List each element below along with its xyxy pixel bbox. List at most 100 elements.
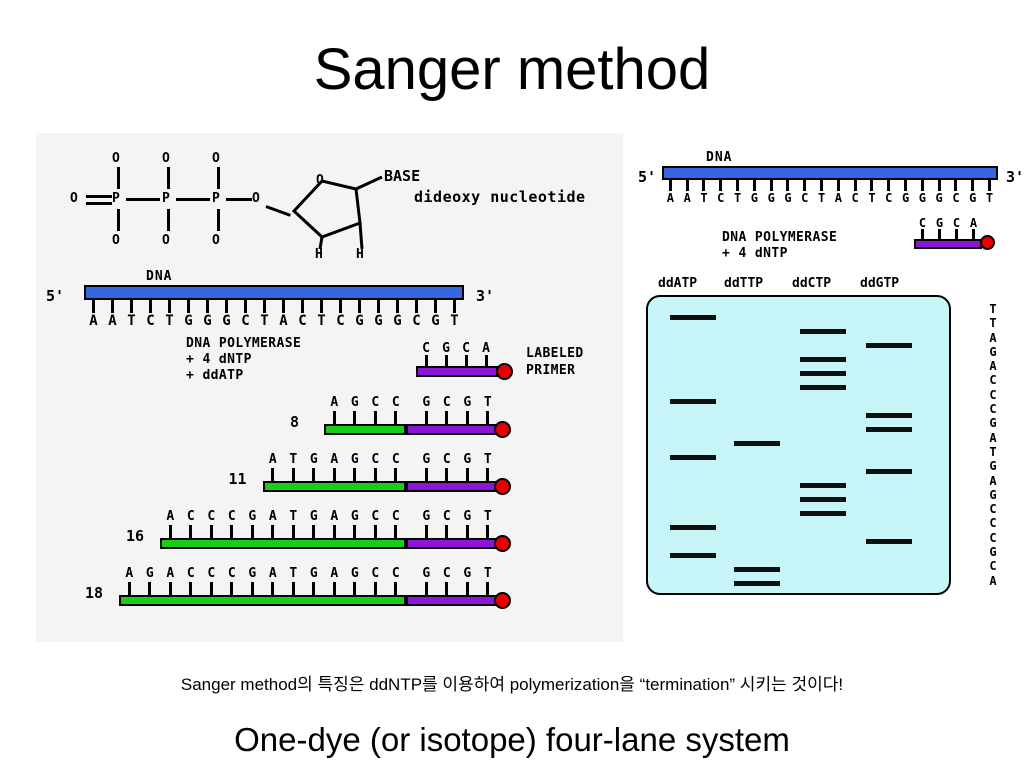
atom-p-gamma: P: [212, 191, 220, 206]
gel-band: [866, 539, 912, 544]
gel-lane-label: ddCTP: [792, 276, 832, 291]
sequence-base: G: [935, 191, 943, 205]
label-dot: [494, 535, 511, 552]
bond-p-o-up-3: [217, 167, 220, 189]
tick-mark: [206, 300, 209, 313]
tick-mark: [339, 300, 342, 313]
tick-mark: [453, 300, 456, 313]
gel-band: [800, 483, 846, 488]
fragment-length-number: 11: [228, 470, 247, 488]
three-prime-label-right: 3': [1006, 168, 1024, 186]
sequence-base: G: [309, 509, 318, 524]
fragment-green-ticks: [263, 468, 398, 481]
gel-band: [670, 315, 716, 320]
gel-band: [734, 567, 780, 572]
sequence-base: G: [422, 395, 431, 410]
sequence-base: C: [918, 216, 927, 230]
fragment-purple-segment: [406, 481, 498, 492]
sequence-base: A: [330, 395, 339, 410]
readout-base: C: [989, 402, 997, 417]
tick-mark: [230, 582, 234, 595]
bond-p-p-2: [176, 198, 210, 201]
tick-mark: [486, 468, 490, 481]
sequence-base: G: [350, 509, 359, 524]
sequence-base: C: [146, 313, 155, 329]
tick-mark: [332, 468, 336, 481]
sequence-base: G: [442, 341, 450, 356]
sequence-base: T: [483, 509, 492, 524]
enzyme-conditions-right: DNA POLYMERASE + 4 dNTP: [722, 230, 838, 261]
sequence-base: G: [145, 566, 154, 581]
sequence-base: T: [817, 191, 826, 205]
five-prime-label-right: 5': [638, 168, 657, 186]
sequence-base: C: [717, 191, 725, 205]
sequence-base: T: [483, 452, 492, 467]
dna-label-right: DNA: [706, 150, 733, 165]
readout-base: A: [989, 330, 997, 345]
gel-band: [670, 455, 716, 460]
gel-band: [670, 399, 716, 404]
atom-h-2: H: [356, 247, 364, 262]
gel-band: [800, 357, 846, 362]
tick-mark: [685, 180, 689, 191]
tick-mark: [424, 355, 428, 366]
fragment-purple-ticks: [416, 411, 490, 424]
sequence-base: T: [450, 313, 459, 329]
readout-base: G: [989, 344, 997, 359]
bond-p-o-down-1: [117, 209, 120, 231]
tick-mark: [394, 411, 398, 424]
gel-band: [670, 553, 716, 558]
atom-h-1: H: [315, 247, 323, 262]
tick-mark: [955, 229, 958, 239]
sequence-base: G: [431, 313, 440, 329]
atom-p-beta: P: [162, 191, 170, 206]
dideoxy-nucleotide-structure: O P P P O O O O O O O O: [66, 145, 420, 265]
sequence-base: G: [184, 313, 193, 329]
primer-segment: [416, 366, 498, 377]
sequence-base: T: [483, 395, 492, 410]
dideoxy-nucleotide-label: dideoxy nucleotide: [414, 188, 586, 206]
tick-mark: [271, 468, 275, 481]
tick-mark: [465, 411, 469, 424]
tick-mark: [149, 300, 152, 313]
sequence-base: G: [463, 452, 472, 467]
base-label: BASE: [384, 167, 421, 185]
sequence-base: T: [289, 452, 298, 467]
tick-mark: [445, 468, 449, 481]
readout-base: T: [989, 444, 997, 459]
tick-mark: [250, 582, 254, 595]
sequence-base: C: [391, 509, 400, 524]
sequence-base: A: [279, 313, 288, 329]
dna-label: DNA: [146, 269, 173, 284]
atom-o-down-1: O: [112, 233, 120, 248]
tick-mark: [853, 180, 857, 191]
tick-mark: [486, 525, 490, 538]
fragment-purple-ticks: [416, 582, 490, 595]
sequence-base: A: [330, 509, 339, 524]
five-prime-label: 5': [46, 287, 65, 305]
sequence-base: G: [350, 452, 359, 467]
gel-band: [800, 385, 846, 390]
tick-mark: [424, 582, 428, 595]
tick-mark: [937, 180, 941, 191]
sequence-base: T: [165, 313, 174, 329]
sequence-base: G: [784, 191, 792, 205]
tick-mark: [921, 229, 924, 239]
tick-mark: [332, 411, 336, 424]
gel-band: [800, 371, 846, 376]
tick-mark: [111, 300, 114, 313]
tick-mark: [92, 300, 95, 313]
tick-mark: [465, 468, 469, 481]
sequence-base: C: [851, 191, 859, 205]
sequence-base: G: [355, 313, 364, 329]
tick-mark: [373, 525, 377, 538]
sequence-base: T: [483, 566, 492, 581]
sequence-base: C: [391, 566, 400, 581]
bond-p-o-up-1: [117, 167, 120, 189]
enzyme-conditions-left: DNA POLYMERASE + 4 dNTP + ddATP: [186, 336, 302, 383]
tick-mark: [230, 525, 234, 538]
